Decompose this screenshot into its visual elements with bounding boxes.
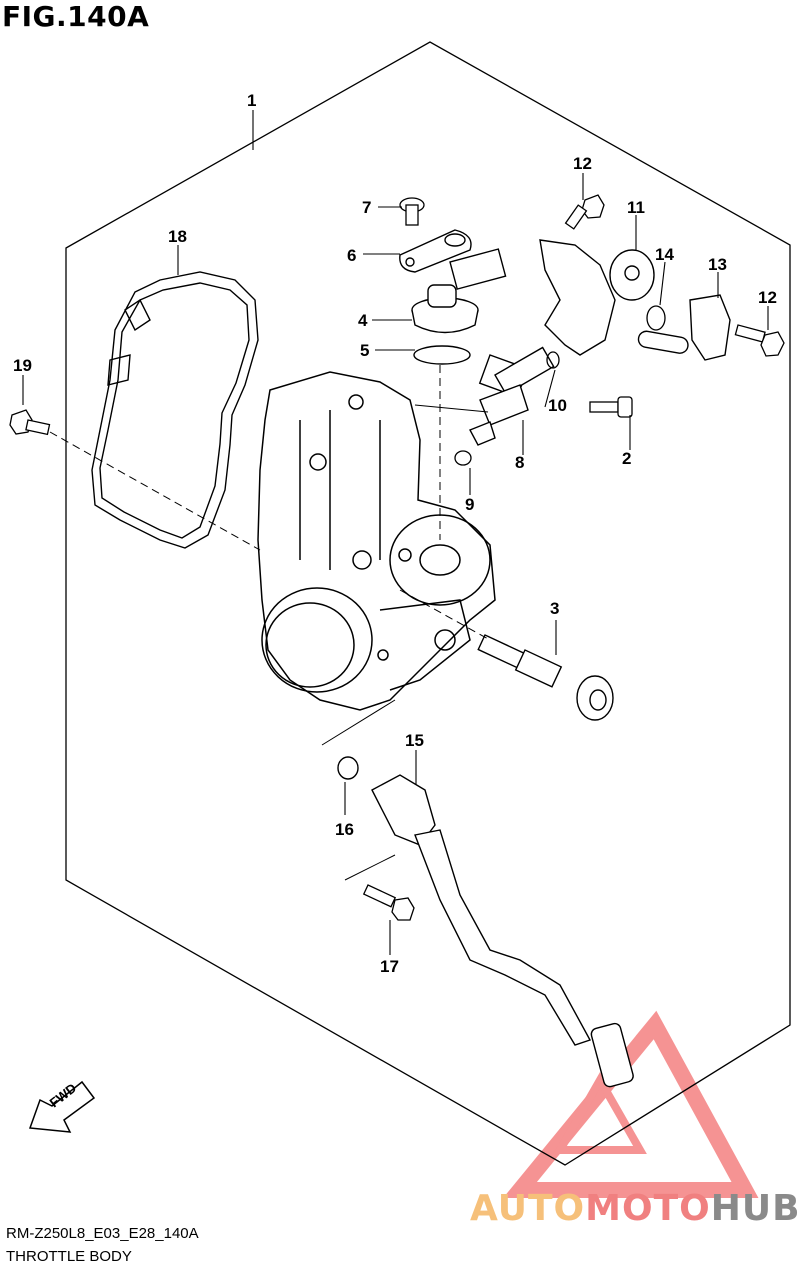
sensor-13 xyxy=(637,294,731,361)
bolt-12-lower xyxy=(734,324,785,357)
bracket-11 xyxy=(539,239,655,356)
watermark-part-1: AUTO xyxy=(470,1188,586,1229)
callout-17: 17 xyxy=(380,957,399,976)
callout-12-lower: 12 xyxy=(758,288,777,307)
fwd-arrow-icon: FWD xyxy=(28,1080,96,1133)
callout-2: 2 xyxy=(622,449,631,468)
o-ring-9 xyxy=(454,450,472,466)
o-ring-14 xyxy=(646,305,666,331)
callout-5: 5 xyxy=(360,341,369,360)
callout-3: 3 xyxy=(550,599,559,618)
throttle-body xyxy=(257,371,496,711)
watermark-part-2: MOTO xyxy=(585,1188,711,1229)
watermark-text: AUTOMOTOHUB xyxy=(470,1188,800,1229)
figure-title: FIG.140A xyxy=(2,0,150,33)
callout-15: 15 xyxy=(405,731,424,750)
callout-10: 10 xyxy=(548,396,567,415)
o-ring-10 xyxy=(546,351,560,369)
plate-6 xyxy=(399,229,472,273)
callout-18: 18 xyxy=(168,227,187,246)
watermark-logo xyxy=(503,1010,759,1198)
callout-9: 9 xyxy=(465,495,474,514)
sensor-harness-15 xyxy=(371,774,634,1088)
callout-16: 16 xyxy=(335,820,354,839)
callout-4: 4 xyxy=(358,311,368,330)
bolt-12-upper xyxy=(564,194,605,230)
callout-7: 7 xyxy=(362,198,371,217)
leader-lines xyxy=(22,110,769,955)
callout-19: 19 xyxy=(13,356,32,375)
assembly-boundary xyxy=(65,41,791,1166)
callout-11: 11 xyxy=(627,198,645,217)
bolt-17 xyxy=(362,884,415,921)
sensor-4 xyxy=(411,248,507,334)
injector-8 xyxy=(469,346,555,446)
bolt-19 xyxy=(9,409,51,436)
callout-13: 13 xyxy=(708,255,727,274)
callout-14: 14 xyxy=(655,245,674,264)
gasket-cover-18 xyxy=(91,271,259,549)
o-ring-5 xyxy=(413,345,471,365)
callout-1: 1 xyxy=(247,91,256,110)
watermark-part-3: HUB xyxy=(710,1188,800,1229)
screw-2 xyxy=(589,396,633,418)
o-ring-16 xyxy=(337,756,359,780)
adjust-screw-3 xyxy=(477,634,614,721)
caption-code: RM-Z250L8_E03_E28_140A xyxy=(6,1225,199,1242)
callout-8: 8 xyxy=(515,453,524,472)
screw-7 xyxy=(399,197,425,226)
callout-12-upper: 12 xyxy=(573,154,592,173)
caption-name: THROTTLE BODY xyxy=(6,1248,132,1265)
callout-6: 6 xyxy=(347,246,356,265)
